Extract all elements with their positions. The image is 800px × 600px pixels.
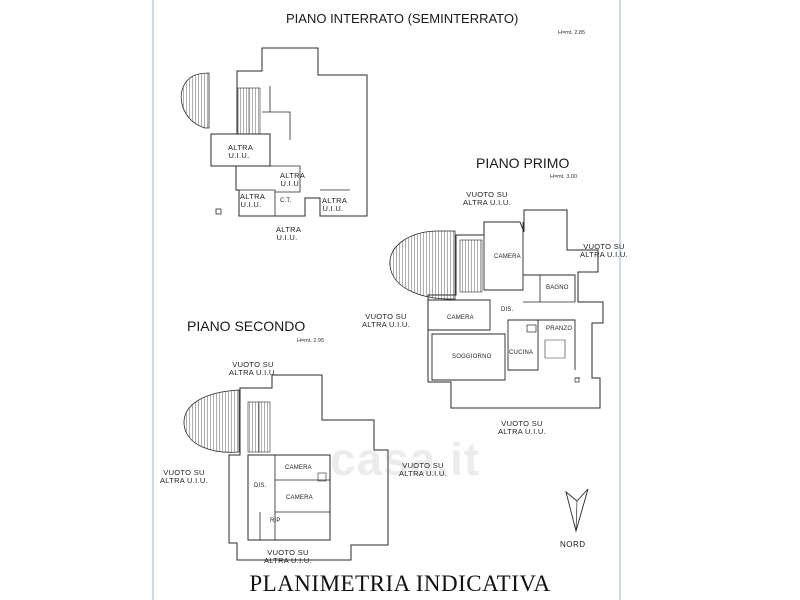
room-camera: CAMERA xyxy=(286,495,313,501)
room-camera: CAMERA xyxy=(494,254,521,260)
plan-interrato xyxy=(180,47,368,217)
compass-label: NORD xyxy=(560,540,586,549)
title-primo: PIANO PRIMO xyxy=(476,155,570,171)
room-rip: RIP xyxy=(270,518,281,524)
plan-primo xyxy=(389,209,604,409)
room-camera: CAMERA xyxy=(447,315,474,321)
north-arrow-icon xyxy=(565,488,589,533)
room-pranzo: PRANZO xyxy=(546,326,573,332)
height-primo: H=mt. 3.00 xyxy=(550,174,578,180)
room-dis: DIS. xyxy=(501,307,514,313)
watermark: casa.it xyxy=(330,433,481,485)
drawing-title: PLANIMETRIA INDICATIVA xyxy=(249,571,551,596)
title-secondo: PIANO SECONDO xyxy=(187,318,306,334)
plan-secondo xyxy=(183,374,389,561)
title-interrato: PIANO INTERRATO (SEMINTERRATO) xyxy=(286,11,519,26)
room-camera: CAMERA xyxy=(285,465,312,471)
room-soggiorno: SOGGIORNO xyxy=(452,354,492,360)
room-ct: C.T. xyxy=(280,198,292,204)
height-interrato: H=mt. 2.85 xyxy=(558,30,586,36)
room-bagno: BAGNO xyxy=(546,285,569,291)
height-secondo: H=mt. 2.95 xyxy=(297,338,325,344)
room-dis: DIS. xyxy=(254,483,267,489)
room-cucina: CUCINA xyxy=(509,350,534,356)
